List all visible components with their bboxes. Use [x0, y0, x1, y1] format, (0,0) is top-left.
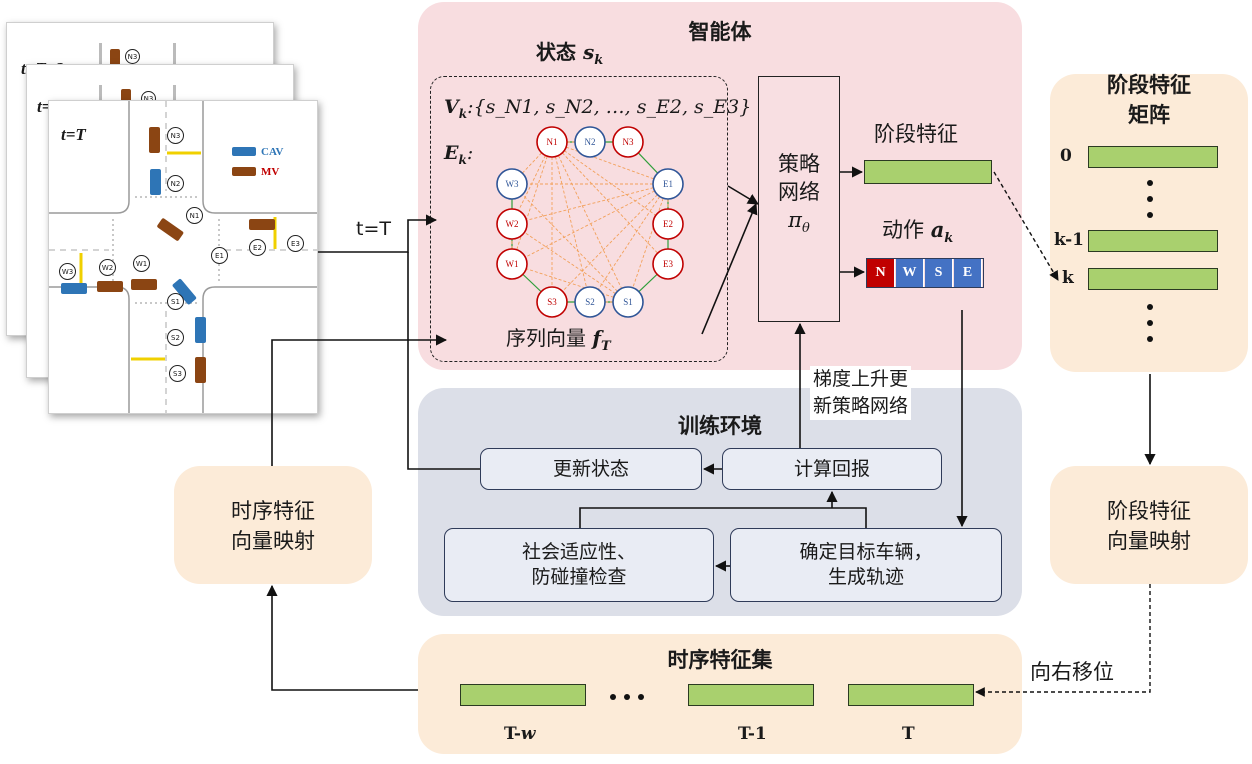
scene-node-N3: N3	[167, 127, 184, 144]
matrix-row-bar	[1088, 268, 1218, 290]
svg-text:W1: W1	[506, 259, 519, 269]
matrix-row-label: k	[1062, 268, 1074, 288]
graph-edge	[627, 183, 669, 303]
scene-node-N2: N2	[167, 175, 184, 192]
svg-text:E1: E1	[663, 179, 673, 189]
action-cell: S	[925, 259, 953, 287]
graph-edge	[551, 141, 669, 185]
svg-text:N2: N2	[585, 137, 596, 147]
stage-mapping-label: 阶段特征 向量映射	[1107, 499, 1191, 553]
graph-edge	[589, 183, 669, 303]
sequence-vector-label: 序列向量 fT	[506, 326, 611, 354]
graph-node-w2: W2	[496, 208, 528, 240]
matrix-row-label: k-1	[1054, 230, 1084, 250]
graph-edge	[511, 263, 629, 303]
cav-legend: CAV	[261, 146, 283, 158]
graph-edge	[551, 141, 669, 265]
intersection-map: CAV MV	[49, 101, 317, 413]
svg-text:S2: S2	[585, 297, 595, 307]
svg-text:S1: S1	[623, 297, 633, 307]
temporal-mapping-panel	[174, 466, 372, 584]
stage-matrix-title: 阶段特征 矩阵	[1107, 73, 1191, 127]
scene-node-W2: W2	[99, 259, 116, 276]
graph-node-n3: N3	[612, 126, 644, 158]
svg-text:S3: S3	[547, 297, 557, 307]
graph-node-s2: S2	[574, 286, 606, 318]
vertex-set: Vk:{s_N1, s_N2, …, s_E2, s_E3}	[444, 96, 752, 121]
graph-edge	[511, 183, 629, 303]
graph-node-e2: E2	[652, 208, 684, 240]
scene-node-W3: W3	[59, 263, 76, 280]
scene-node-S1: S1	[167, 293, 184, 310]
training-env-title: 训练环境	[678, 414, 762, 438]
graph-edges	[511, 141, 669, 303]
graph-node-s3: S3	[536, 286, 568, 318]
stage-feature-label: 阶段特征	[874, 122, 958, 146]
action-cell: W	[896, 259, 924, 287]
policy-network-label: 策略 网络 πθ	[778, 152, 820, 237]
graph-node-w3: W3	[496, 168, 528, 200]
scene-node-E1: E1	[211, 247, 228, 264]
graph-node-n2: N2	[574, 126, 606, 158]
action-cell: E	[954, 259, 982, 287]
matrix-row-label: 0	[1060, 146, 1072, 166]
edge-set: Ek:	[444, 142, 474, 167]
svg-text:N3: N3	[623, 137, 634, 147]
mv-legend: MV	[261, 166, 279, 178]
input-time-label: t=T	[356, 218, 391, 240]
graph-node-w1: W1	[496, 248, 528, 280]
graph-edge	[551, 141, 591, 303]
graph-edge	[551, 141, 669, 225]
scene-node-W1: W1	[133, 255, 150, 272]
graph-edge	[551, 183, 669, 303]
graph-node-e1: E1	[652, 168, 684, 200]
temporal-mapping-label: 时序特征 向量映射	[231, 499, 315, 553]
stage-mapping-panel	[1050, 466, 1248, 584]
svg-text:N1: N1	[547, 137, 558, 147]
gradient-update-label: 梯度上升更 新策略网络	[810, 366, 912, 420]
policy-network-box	[758, 76, 840, 322]
stage-feature-bar	[864, 160, 992, 184]
temporal-label-t: T	[902, 724, 915, 744]
matrix-row-bar	[1088, 146, 1218, 168]
slice-time-label: t=T	[61, 125, 86, 144]
graph-edge	[511, 141, 553, 265]
graph-node-n1: N1	[536, 126, 568, 158]
scene-node-E2: E2	[249, 239, 266, 256]
svg-text:W3: W3	[506, 179, 519, 189]
update-state-box: 更新状态	[480, 448, 702, 490]
graph-edge	[511, 223, 629, 303]
action-vector: N W S E	[866, 258, 984, 288]
scene-node-N1: N1	[186, 207, 203, 224]
scene-node-S2: S2	[167, 329, 184, 346]
matrix-row-bar	[1088, 230, 1218, 252]
temporal-label-t-w: T-w	[504, 724, 536, 744]
svg-text:E3: E3	[663, 259, 673, 269]
agent-title: 智能体	[688, 20, 752, 44]
graph-edge	[551, 141, 629, 303]
temporal-set-title: 时序特征集	[667, 648, 773, 672]
graph-node-e3: E3	[652, 248, 684, 280]
target-trajectory-box: 确定目标车辆， 生成轨迹	[730, 528, 1002, 602]
state-title: 状态 sk	[536, 40, 604, 68]
action-label: 动作 ak	[882, 217, 954, 247]
svg-text:E2: E2	[663, 219, 673, 229]
shift-right-label: 向右移位	[1030, 660, 1114, 684]
action-cell: N	[867, 259, 895, 287]
scene-node-E3: E3	[287, 235, 304, 252]
social-check-box: 社会适应性、 防碰撞检查	[444, 528, 714, 602]
svg-text:W2: W2	[506, 219, 519, 229]
scene-slice-t: t=T CAV MV	[48, 100, 318, 414]
temporal-bar	[688, 684, 814, 706]
graph-node-s1: S1	[612, 286, 644, 318]
compute-return-box: 计算回报	[722, 448, 942, 490]
scene-node-S3: S3	[169, 365, 186, 382]
graph-edge	[511, 183, 669, 265]
temporal-label-t-1: T-1	[738, 724, 767, 744]
temporal-bar	[848, 684, 974, 706]
temporal-bar	[460, 684, 586, 706]
graph-edge	[511, 183, 669, 225]
